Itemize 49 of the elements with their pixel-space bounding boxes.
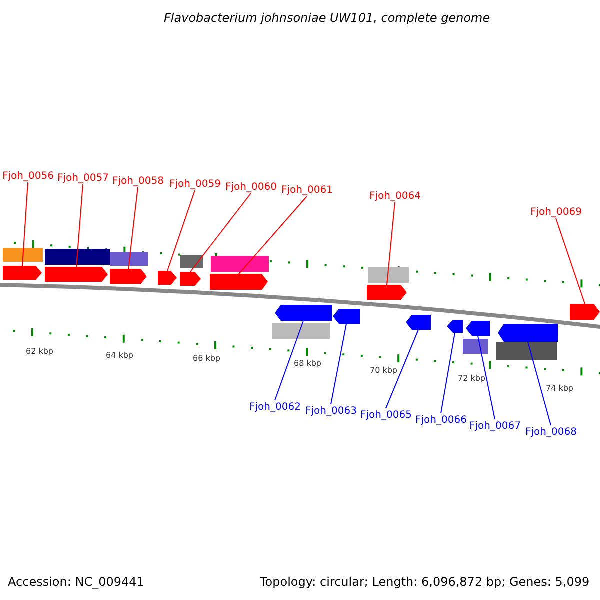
gene-feature <box>180 272 201 286</box>
gene-label: Fjoh_0067 <box>470 420 521 432</box>
gene-label: Fjoh_0059 <box>170 178 221 190</box>
gene-feature <box>333 309 360 324</box>
gene-label: Fjoh_0069 <box>530 206 582 218</box>
leader-line <box>330 324 347 405</box>
scale-label: 66 kbp <box>193 352 221 364</box>
leader-line <box>386 202 396 286</box>
gene-feature <box>3 266 42 280</box>
gene-feature <box>158 271 177 285</box>
leader-line <box>556 218 586 304</box>
leader-line <box>22 182 28 266</box>
scale-label: 70 kbp <box>370 364 398 376</box>
leader-line <box>386 330 419 409</box>
gene-feature <box>570 304 600 320</box>
leader-line <box>76 184 84 268</box>
map-title: Flavobacterium johnsoniae UW101, complete genome <box>164 12 490 24</box>
gene-label: Fjoh_0060 <box>226 180 277 194</box>
leader-line <box>128 187 138 270</box>
gene-label: Fjoh_0064 <box>370 190 421 202</box>
gene-label: Fjoh_0062 <box>250 400 301 414</box>
scale-label: 62 kbp <box>26 346 54 358</box>
gene-label: Fjoh_0065 <box>360 408 412 422</box>
gene-label: Fjoh_0068 <box>526 426 577 438</box>
info-text: Topology: circular; Length: 6,096,872 bp; Genes: 5,099 <box>260 576 590 588</box>
leader-line <box>274 320 304 401</box>
gene-label: Fjoh_0058 <box>112 174 164 188</box>
leader-line <box>167 190 196 272</box>
info-text: Accession: NC_009441 <box>8 576 144 588</box>
scale-label: 74 kbp <box>546 382 574 394</box>
gene-label: Fjoh_0063 <box>306 404 357 418</box>
leader-line <box>528 342 552 426</box>
scale-label: 72 kbp <box>458 372 486 384</box>
gene-label: Fjoh_0061 <box>282 184 333 196</box>
leader-line <box>440 332 456 414</box>
leader-line <box>238 196 308 274</box>
gene-feature <box>367 285 407 300</box>
leader-line <box>478 336 496 420</box>
leader-line <box>190 193 252 272</box>
gene-feature <box>447 320 463 333</box>
gene-label: Fjoh_0066 <box>416 414 467 426</box>
scale-label: 68 kbp <box>294 358 322 370</box>
gene-feature <box>406 315 431 330</box>
gene-feature <box>498 324 558 342</box>
gene-feature <box>210 274 268 290</box>
gene-feature <box>466 321 490 336</box>
gene-label: Fjoh_0057 <box>58 172 109 184</box>
gene-label: Fjoh_0056 <box>2 170 54 182</box>
scale-label: 64 kbp <box>106 350 134 362</box>
